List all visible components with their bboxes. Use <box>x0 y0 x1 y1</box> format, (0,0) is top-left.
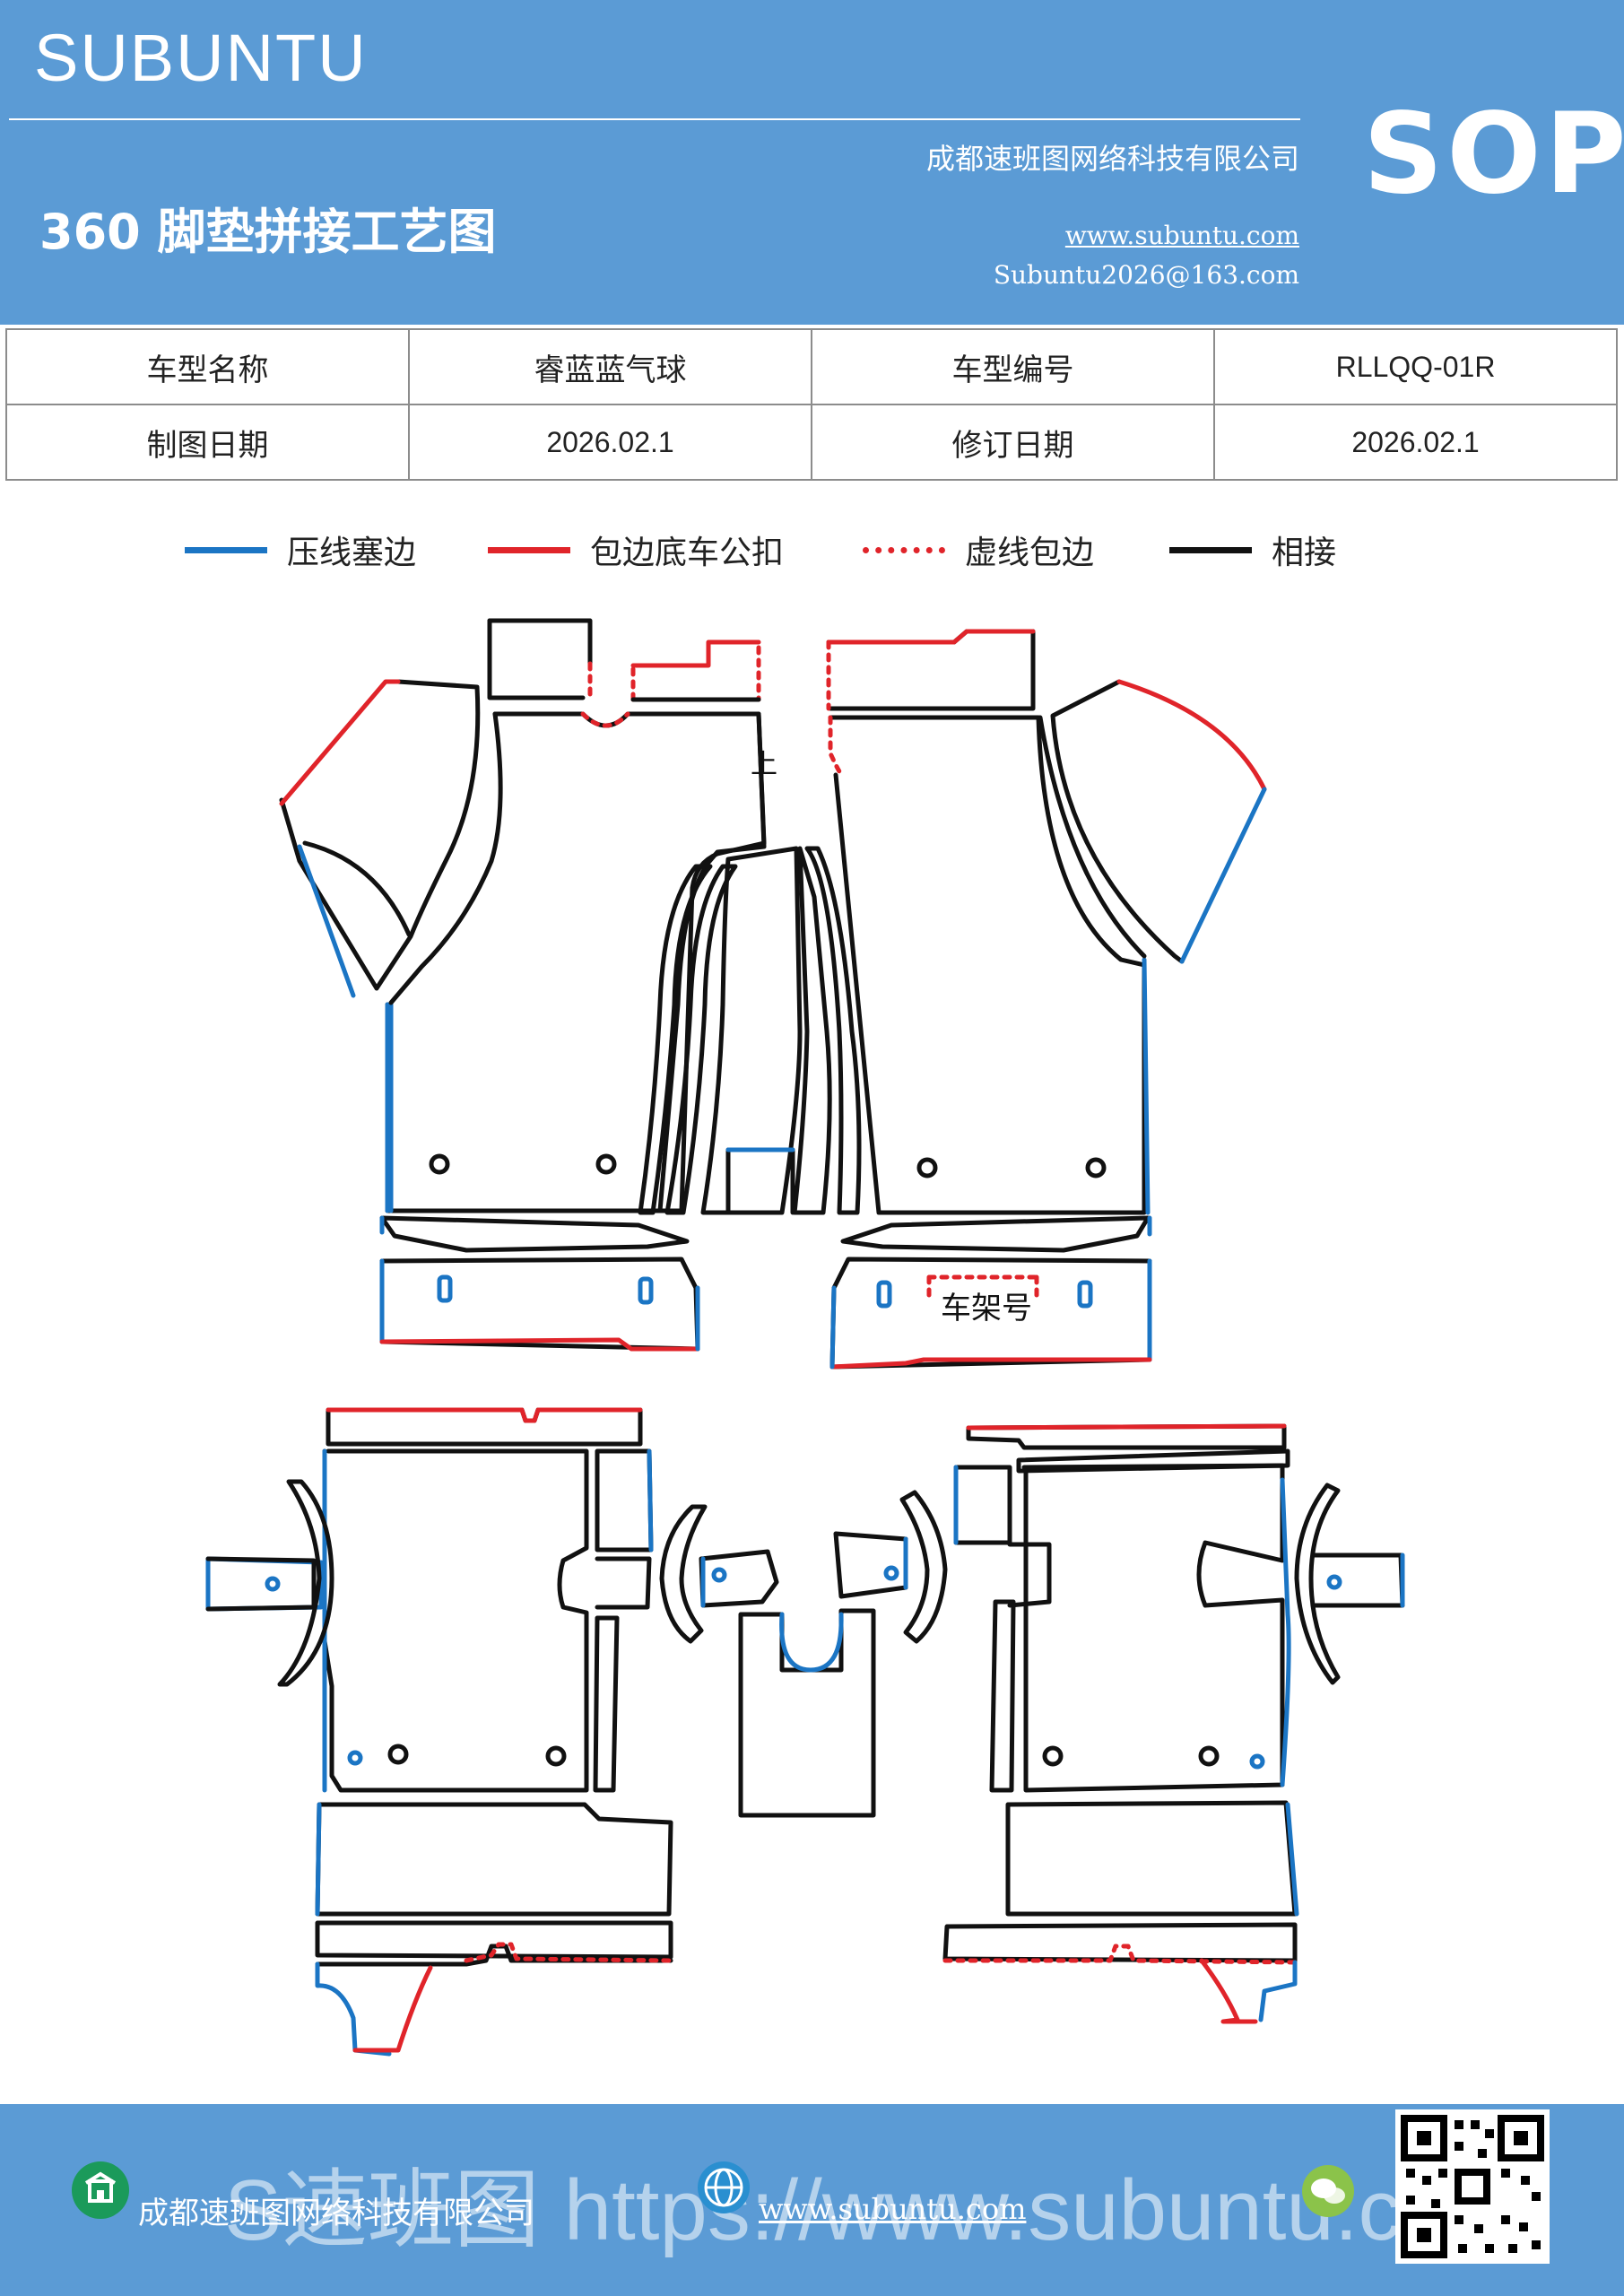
legend-label: 相接 <box>1272 535 1337 571</box>
legend-label: 压线塞边 <box>287 535 417 571</box>
draw-date-label: 制图日期 <box>5 404 410 481</box>
building-icon <box>72 2161 129 2219</box>
brand-logo: SUBUNTU <box>34 21 368 95</box>
footer-banner <box>0 2104 1624 2296</box>
front-right-mat <box>826 629 1267 1215</box>
frame-number-label: 车架号 <box>941 1291 1032 1326</box>
legend-item: 包边底车公扣 <box>488 518 784 581</box>
legend-item: 压线塞边 <box>185 518 416 581</box>
model-name-label: 车型名称 <box>5 328 410 405</box>
wechat-icon <box>1311 2179 1345 2204</box>
header-banner <box>0 0 1624 325</box>
legend-label: 包边底车公扣 <box>590 535 785 571</box>
front-left-sill <box>379 1215 700 1352</box>
website-link[interactable]: www.subuntu.com <box>1064 221 1299 250</box>
qr-code <box>1401 2115 1544 2258</box>
table-row: 制图日期 2026.02.1 修订日期 2026.02.1 <box>5 404 1618 481</box>
company-name: 成都速班图网络科技有限公司 <box>925 142 1299 176</box>
draw-date-value: 2026.02.1 <box>408 404 812 481</box>
email-address: Subuntu2026@163.com <box>993 260 1299 290</box>
footer-company: 成都速班图网络科技有限公司 <box>138 2196 534 2231</box>
vehicle-info-table: 车型名称 睿蓝蓝气球 车型编号 RLLQQ-01R 制图日期 2026.02.1… <box>5 328 1618 481</box>
revision-date-value: 2026.02.1 <box>1213 404 1618 481</box>
line-legend: 压线塞边 包边底车公扣 虚线包边 相接 <box>0 518 1624 581</box>
front-right-sill: 车架号 <box>829 1215 1152 1370</box>
table-row: 车型名称 睿蓝蓝气球 车型编号 RLLQQ-01R <box>5 328 1618 405</box>
up-label: 上 <box>751 749 777 780</box>
legend-black-swatch <box>1169 546 1252 553</box>
footer-website[interactable]: www.subuntu.com <box>759 2192 1027 2226</box>
rear-right-mat <box>942 1423 1405 2024</box>
wechat-icon <box>1302 2165 1354 2217</box>
revision-date-label: 修订日期 <box>811 404 1215 481</box>
rear-center-pieces <box>659 1490 948 1818</box>
sop-badge: SOP <box>1363 90 1624 219</box>
model-name-value: 睿蓝蓝气球 <box>408 328 812 405</box>
legend-dotted-swatch <box>863 546 945 553</box>
header-divider <box>9 118 1300 120</box>
model-code-value: RLLQQ-01R <box>1213 328 1618 405</box>
legend-blue-swatch <box>185 546 267 553</box>
globe-icon <box>704 2168 743 2207</box>
model-code-label: 车型编号 <box>811 328 1215 405</box>
legend-red-swatch <box>488 546 570 553</box>
qr-code[interactable] <box>1395 2109 1550 2264</box>
center-tunnel-strips <box>638 846 862 1215</box>
legend-item: 相接 <box>1169 518 1336 581</box>
document-title: 360 脚垫拼接工艺图 <box>39 204 497 260</box>
globe-icon <box>698 2161 750 2213</box>
legend-label: 虚线包边 <box>965 535 1095 571</box>
rear-left-mat <box>205 1407 673 2057</box>
legend-item: 虚线包边 <box>863 518 1094 581</box>
building-icon <box>84 2171 117 2203</box>
